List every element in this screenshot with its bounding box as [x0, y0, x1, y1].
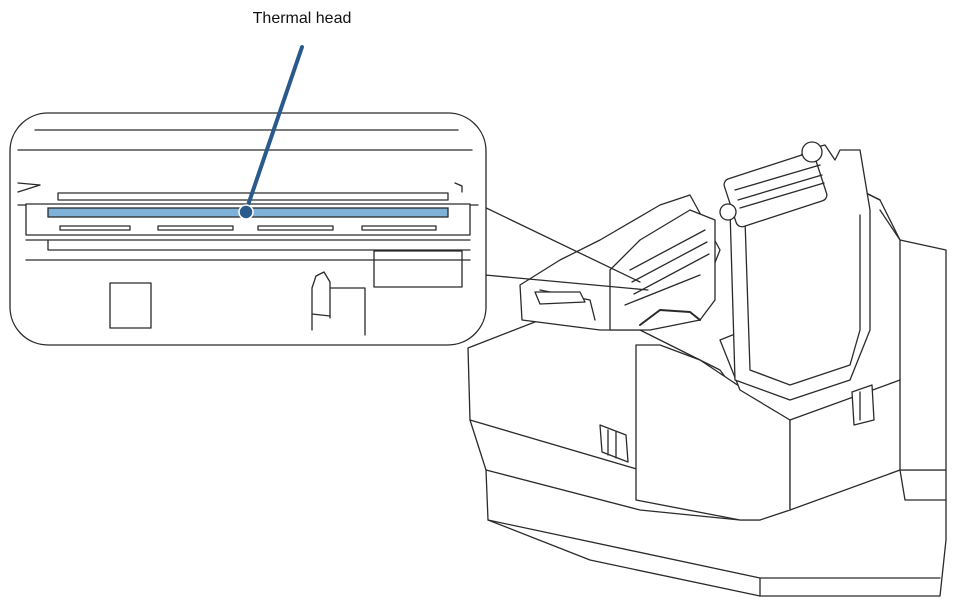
- magnified-inset: [9, 112, 487, 346]
- zoom-connector: [479, 204, 649, 291]
- thermal-head-label: Thermal head: [252, 10, 352, 27]
- thermal-head-pointer: [238, 45, 304, 220]
- printer-body: [467, 141, 947, 597]
